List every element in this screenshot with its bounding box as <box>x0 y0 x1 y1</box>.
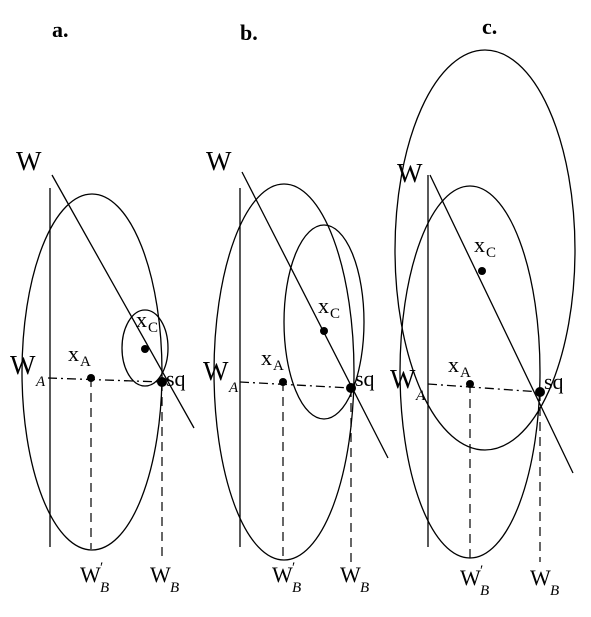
panel-a-label-w: W <box>16 146 42 176</box>
svg-text:B: B <box>170 580 179 596</box>
svg-text:C: C <box>148 320 158 336</box>
panel-c-point-sq <box>535 387 545 397</box>
panel-a-label-xa: x A <box>68 341 91 370</box>
panel-c-label-wa: W A <box>390 364 426 404</box>
svg-text:A: A <box>80 354 91 370</box>
panel-b-point-sq <box>346 383 356 393</box>
panel-b-label-wbprime: W ′ B <box>272 560 301 596</box>
panel-b-label-w: W <box>206 146 232 176</box>
svg-text:W: W <box>390 364 416 394</box>
panel-b-circle-a <box>213 183 355 561</box>
svg-text:C: C <box>330 306 340 322</box>
panel-b-label-wb: W B <box>340 562 369 596</box>
panel-c-label-xc: x C <box>474 232 496 261</box>
svg-text:′: ′ <box>480 563 483 579</box>
panel-a-contract-line <box>51 174 195 429</box>
panel-b-horizontal-dashdot <box>239 381 352 389</box>
svg-text:x: x <box>136 307 147 332</box>
panel-a-circle-c <box>121 309 169 387</box>
svg-text:W: W <box>530 565 551 590</box>
svg-text:x: x <box>261 345 272 370</box>
svg-text:W: W <box>150 562 171 587</box>
panel-c-label: c. <box>482 14 497 39</box>
svg-text:A: A <box>228 380 239 396</box>
panel-c-circle-c <box>394 49 576 451</box>
svg-text:C: C <box>486 245 496 261</box>
svg-text:A: A <box>273 358 284 374</box>
svg-text:B: B <box>360 580 369 596</box>
svg-text:x: x <box>68 341 79 366</box>
panel-a-label: a. <box>52 17 69 42</box>
svg-text:x: x <box>448 352 459 377</box>
panel-a-label-wbprime: W ′ B <box>80 560 109 596</box>
panel-c-point-xa <box>466 380 474 388</box>
panel-a-point-xc <box>141 345 149 353</box>
panel-c-point-xc <box>478 267 486 275</box>
svg-text:B: B <box>480 583 489 599</box>
panel-a-label-wa: W A <box>10 350 46 390</box>
panel-b: b. W W A x A x C sq W ′ B W B <box>203 20 389 596</box>
panel-a-label-xc: x C <box>136 307 158 336</box>
panel-a-point-xa <box>87 374 95 382</box>
panel-c-label-wbprime: W ′ B <box>460 563 489 599</box>
panel-b-label: b. <box>240 20 258 45</box>
svg-text:A: A <box>35 374 46 390</box>
panel-b-label-sq: sq <box>355 366 375 391</box>
panel-a-point-sq <box>157 377 167 387</box>
svg-text:W: W <box>203 356 229 386</box>
panel-c-label-xa: x A <box>448 352 471 381</box>
panel-a-label-wb: W B <box>150 562 179 596</box>
svg-text:A: A <box>460 365 471 381</box>
panel-b-point-xa <box>279 378 287 386</box>
panel-b-label-wa: W A <box>203 356 239 396</box>
panel-b-label-xa: x A <box>261 345 284 374</box>
svg-text:B: B <box>292 580 301 596</box>
panel-c-label-sq: sq <box>544 369 564 394</box>
svg-text:W: W <box>460 565 481 590</box>
panel-a: a. W W A x A x C sq W ′ B W B <box>10 17 195 596</box>
svg-text:B: B <box>550 583 559 599</box>
panel-a-label-sq: sq <box>166 366 186 391</box>
panel-a-horizontal-dashdot <box>47 377 163 383</box>
svg-text:W: W <box>10 350 36 380</box>
svg-text:B: B <box>100 580 109 596</box>
svg-text:x: x <box>318 293 329 318</box>
panel-c-horizontal-dashdot <box>427 383 541 393</box>
svg-text:W: W <box>80 562 101 587</box>
svg-text:′: ′ <box>100 560 103 576</box>
svg-text:W: W <box>272 562 293 587</box>
panel-c: c. W W A x A x C sq W ′ B W B <box>390 14 576 599</box>
panel-b-label-xc: x C <box>318 293 340 322</box>
panel-b-circle-c <box>283 224 365 420</box>
svg-text:′: ′ <box>292 560 295 576</box>
panel-c-label-wb: W B <box>530 565 559 599</box>
svg-text:W: W <box>340 562 361 587</box>
panel-c-contract-line <box>429 174 574 474</box>
svg-text:A: A <box>415 388 426 404</box>
svg-text:x: x <box>474 232 485 257</box>
panel-c-label-w: W <box>397 158 423 188</box>
panel-b-point-xc <box>320 327 328 335</box>
panel-b-contract-line <box>241 171 389 459</box>
